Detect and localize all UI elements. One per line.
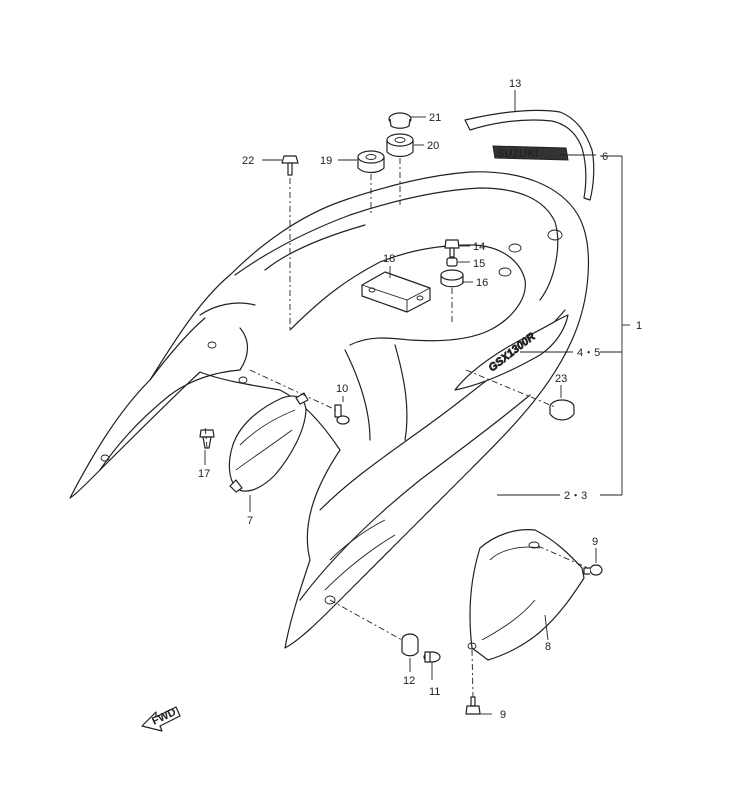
label-part-9-lower: 9 (500, 709, 506, 721)
tool-pouch-7 (228, 392, 309, 493)
trim-strip-13 (464, 109, 595, 201)
bolt-14 (444, 239, 460, 258)
label-part-16: 16 (476, 277, 488, 289)
label-part-14: 14 (473, 241, 485, 253)
label-part-1: 1 (636, 320, 642, 332)
seat-tail-cover (69, 171, 590, 649)
cushion-20 (386, 133, 414, 158)
screw-10 (334, 404, 350, 425)
label-part-21: 21 (429, 112, 441, 124)
label-part-12: 12 (403, 675, 415, 687)
label-part-6: 6 (602, 151, 608, 163)
label-part-17: 17 (198, 468, 210, 480)
part-labels: 1 2・3 4・5 6 7 8 9 9 10 11 12 13 14 15 16… (198, 78, 642, 721)
plug-23 (549, 399, 575, 421)
label-part-11: 11 (429, 686, 440, 698)
assembly-lines (204, 158, 589, 698)
screw-9-upper (583, 564, 603, 576)
label-part-22: 22 (242, 155, 254, 167)
bracket-18 (361, 271, 431, 313)
label-part-4-5: 4・5 (577, 347, 600, 359)
label-part-2-3: 2・3 (564, 490, 587, 502)
bolt-11 (423, 651, 441, 663)
cushion-19 (357, 150, 385, 174)
screw-9-lower (465, 696, 481, 715)
label-part-13: 13 (509, 78, 521, 90)
emblem-text: SUZUKI (497, 148, 538, 160)
label-part-7: 7 (247, 515, 253, 527)
label-part-8: 8 (545, 641, 551, 653)
label-part-20: 20 (427, 140, 439, 152)
label-part-18: 18 (383, 253, 395, 265)
fwd-arrow-icon: FWD (141, 706, 181, 732)
clip-17 (199, 429, 215, 449)
label-part-23: 23 (555, 373, 567, 385)
grommet-12 (401, 633, 419, 657)
screw-22 (281, 155, 299, 176)
grommet-16 (440, 269, 464, 288)
collar-15 (446, 257, 458, 267)
label-part-9-upper: 9 (592, 536, 598, 548)
leader-lines (204, 90, 630, 715)
side-cover-8 (467, 529, 585, 661)
label-part-15: 15 (473, 258, 485, 270)
suzuki-emblem-6: SUZUKI (492, 145, 569, 161)
label-part-10: 10 (336, 383, 348, 395)
cap-21 (388, 112, 412, 129)
label-part-19: 19 (320, 155, 332, 167)
